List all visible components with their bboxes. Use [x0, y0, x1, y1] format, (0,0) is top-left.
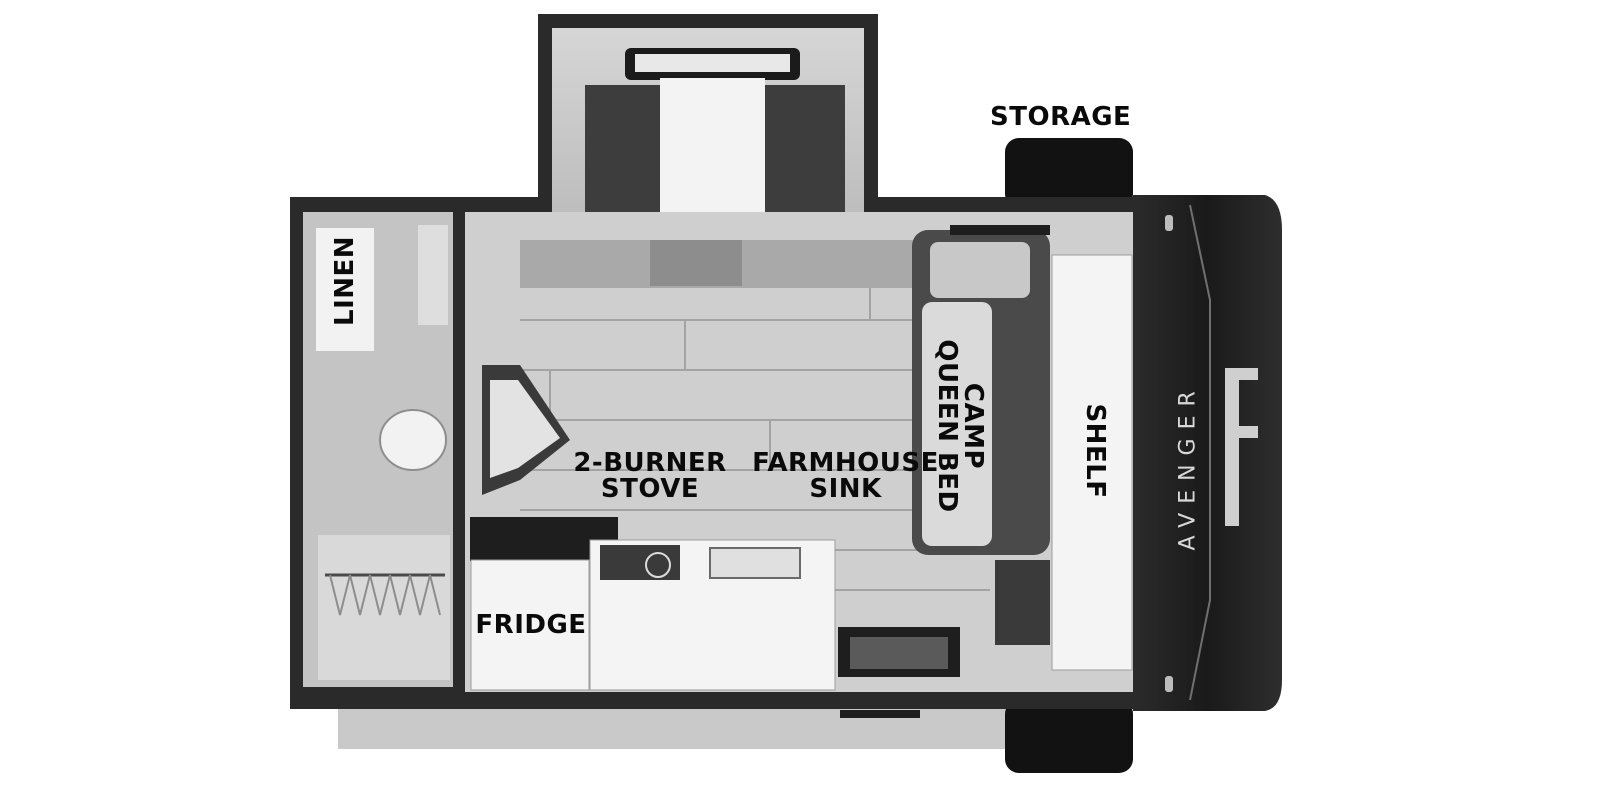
stove-label-line1: 2-BURNER	[573, 448, 727, 478]
cap-marker-2	[1165, 676, 1173, 692]
bathroom-divider	[453, 205, 465, 705]
shower-curtain	[329, 574, 441, 616]
stove-burner	[645, 552, 671, 578]
avenger-brand-text: AVENGER	[1175, 382, 1201, 551]
bath-vanity	[418, 225, 448, 325]
front-cap	[1133, 195, 1282, 711]
ground-shadow	[338, 705, 1038, 749]
sink-label-line1: FARMHOUSE	[752, 448, 939, 478]
avenger-logo-icon	[1225, 368, 1258, 526]
front-cap-trim	[1189, 204, 1211, 701]
bed-lower-cabinet	[995, 560, 1050, 645]
shelf-label: SHELF	[1080, 403, 1110, 499]
front-shelf	[1051, 254, 1133, 671]
bed-label-line2: QUEEN BED	[932, 339, 962, 513]
fridge	[470, 559, 590, 691]
bed-label: CAMP QUEEN BED	[932, 326, 988, 526]
bed-label-line1: CAMP	[958, 382, 988, 470]
shower	[318, 535, 450, 680]
bed-mattress	[922, 302, 992, 546]
sink-label: FARMHOUSE SINK	[748, 450, 943, 502]
toilet	[379, 409, 447, 471]
stove-label-line2: STOVE	[600, 474, 700, 504]
storage-label: STORAGE	[990, 102, 1132, 132]
cap-marker-1	[1165, 215, 1173, 231]
linen-cabinet	[316, 228, 374, 351]
stove-cooktop	[600, 545, 680, 580]
tire-top	[1005, 138, 1133, 208]
stove-label: 2-BURNER STOVE	[570, 450, 730, 502]
fridge-label: FRIDGE	[475, 610, 587, 640]
bed-pillow	[930, 242, 1030, 298]
farmhouse-sink	[709, 547, 801, 579]
slideout-window-glass	[635, 54, 790, 72]
door-marker	[840, 710, 920, 718]
bed-window	[950, 225, 1050, 235]
tire-bottom	[1005, 700, 1133, 773]
sink-label-line2: SINK	[809, 474, 882, 504]
linen-label: LINEN	[330, 235, 360, 326]
floor-entry-mat	[650, 240, 742, 286]
wall-cabinet-face	[490, 380, 560, 478]
entry-step-inner	[850, 637, 948, 669]
